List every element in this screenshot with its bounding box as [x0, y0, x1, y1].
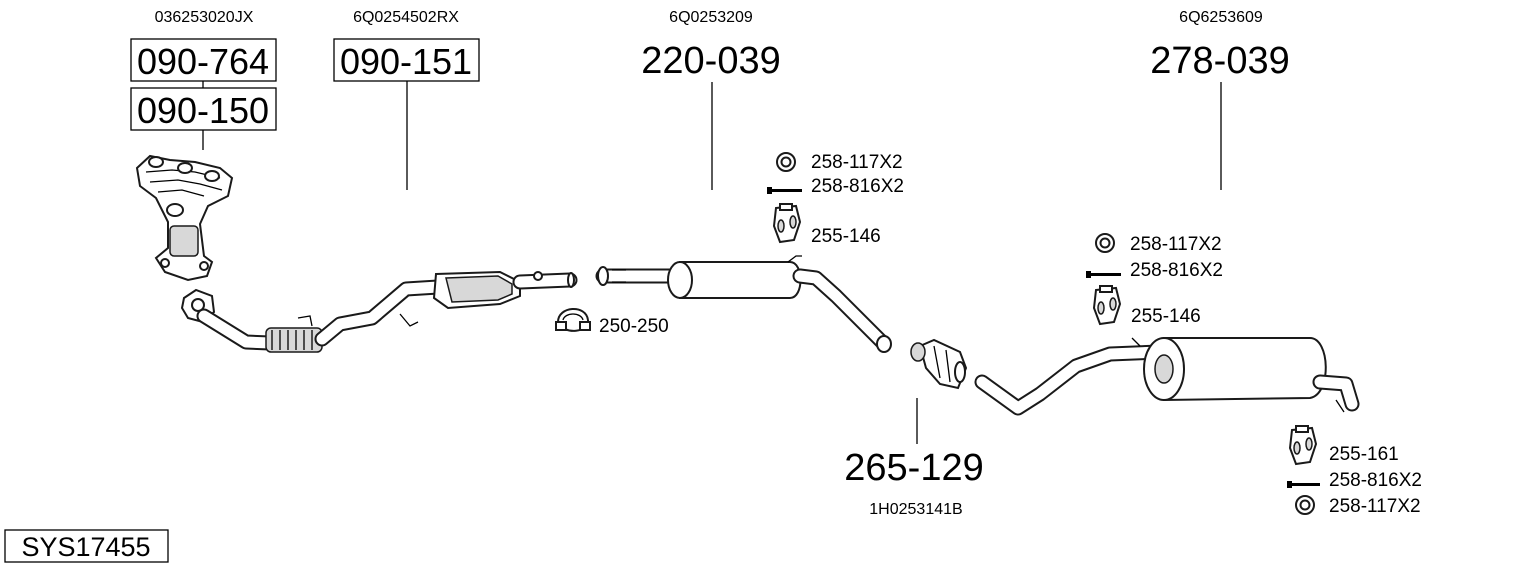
rear-ring-label: 258-117X2: [1130, 234, 1222, 255]
bolt-icon-rear[interactable]: [1086, 271, 1121, 278]
part-box-manifold-lower[interactable]: 090-150: [130, 87, 277, 131]
ring-icon-tail[interactable]: [1295, 495, 1315, 515]
exhaust-manifold[interactable]: [135, 154, 234, 282]
oem-manifold: 036253020JX: [155, 9, 254, 26]
ring-icon-middle[interactable]: [776, 152, 796, 172]
bolt-icon-tail[interactable]: [1287, 481, 1320, 488]
hanger-icon-middle[interactable]: [772, 203, 802, 244]
rear-hanger-label: 255-146: [1131, 306, 1201, 327]
middle-bolt-label: 258-816X2: [811, 176, 904, 197]
tail-hanger-label: 255-161: [1329, 444, 1399, 465]
tail-bolt-label: 258-816X2: [1329, 470, 1422, 491]
system-id-box: SYS17455: [4, 529, 169, 563]
middle-ring-label: 258-117X2: [811, 152, 903, 173]
clamp-icon[interactable]: [555, 308, 591, 332]
part-box-manifold-upper[interactable]: 090-764: [130, 38, 277, 82]
part-box-front-pipe[interactable]: 090-151: [333, 38, 480, 82]
oem-rear-silencer: 6Q6253609: [1179, 9, 1263, 26]
part-number-front-pipe: 090-151: [340, 41, 472, 82]
oem-middle-silencer: 6Q0253209: [669, 9, 753, 26]
bolt-icon-middle[interactable]: [767, 187, 802, 194]
oem-connector: 1H0253141B: [869, 501, 962, 518]
rear-bolt-label: 258-816X2: [1130, 260, 1223, 281]
oem-front-pipe: 6Q0254502RX: [353, 9, 459, 26]
hanger-icon-tail[interactable]: [1288, 425, 1318, 466]
part-number-manifold-upper: 090-764: [137, 41, 269, 82]
system-id: SYS17455: [21, 532, 150, 562]
front-pipe[interactable]: [180, 270, 578, 353]
clamp-label: 250-250: [599, 316, 669, 337]
connector-pipe[interactable]: [910, 338, 968, 390]
part-number-manifold-lower: 090-150: [137, 90, 269, 131]
part-number-connector[interactable]: 265-129: [844, 447, 983, 489]
tail-ring-label: 258-117X2: [1329, 496, 1421, 517]
ring-icon-rear[interactable]: [1095, 233, 1115, 253]
middle-silencer[interactable]: [595, 255, 892, 353]
part-number-rear-silencer[interactable]: 278-039: [1150, 40, 1289, 82]
middle-hanger-label: 255-146: [811, 226, 881, 247]
part-number-middle-silencer[interactable]: 220-039: [641, 40, 780, 82]
hanger-icon-rear[interactable]: [1092, 285, 1122, 326]
rear-silencer[interactable]: [974, 337, 1360, 416]
